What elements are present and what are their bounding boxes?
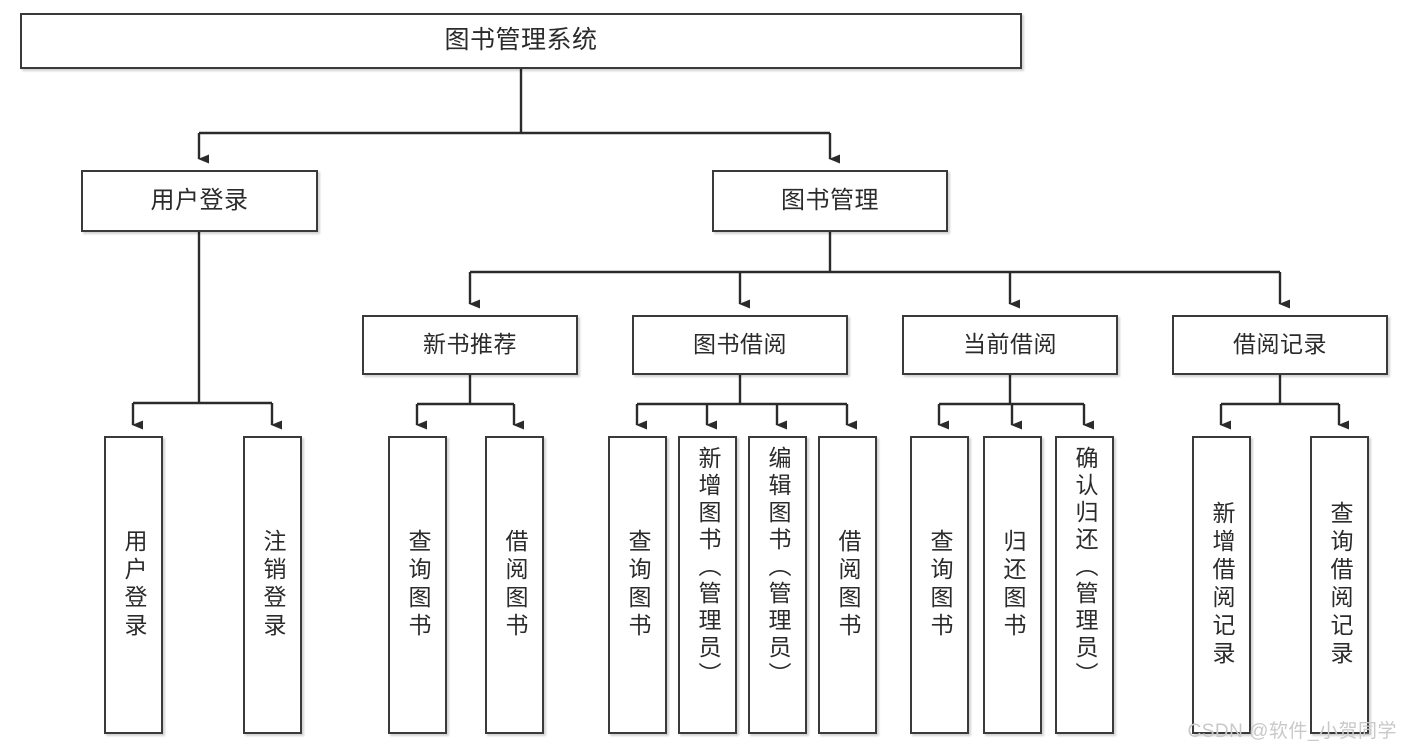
node-leaf-borrow-book-1[interactable]: 借阅图书 (485, 436, 544, 734)
node-book-manage-label: 图书管理 (781, 186, 879, 214)
node-borrow-record-label: 借阅记录 (1233, 331, 1327, 358)
node-leaf-confirm-return-label: 确认归还（管理员） (1072, 446, 1098, 689)
node-leaf-add-record[interactable]: 新增借阅记录 (1192, 436, 1251, 734)
node-leaf-logout-label: 注销登录 (260, 529, 286, 641)
node-leaf-edit-book-label: 编辑图书（管理员） (765, 446, 791, 689)
node-leaf-add-record-label: 新增借阅记录 (1209, 501, 1235, 669)
node-leaf-query-book-1[interactable]: 查询图书 (388, 436, 447, 734)
node-root[interactable]: 图书管理系统 (20, 13, 1022, 69)
node-leaf-query-record-label: 查询借阅记录 (1327, 501, 1353, 669)
node-leaf-borrow-book-2-label: 借阅图书 (835, 529, 861, 641)
node-leaf-logout[interactable]: 注销登录 (243, 436, 302, 734)
node-book-manage[interactable]: 图书管理 (712, 170, 948, 232)
node-leaf-return-book[interactable]: 归还图书 (983, 436, 1042, 734)
node-leaf-query-book-2-label: 查询图书 (625, 529, 651, 641)
node-leaf-add-book[interactable]: 新增图书（管理员） (678, 436, 737, 734)
node-new-book-rec-label: 新书推荐 (423, 331, 517, 358)
node-user-login-label: 用户登录 (150, 186, 249, 214)
node-user-login[interactable]: 用户登录 (81, 170, 318, 232)
node-book-borrow-label: 图书借阅 (693, 331, 787, 358)
node-book-borrow[interactable]: 图书借阅 (632, 315, 848, 375)
node-leaf-borrow-book-1-label: 借阅图书 (502, 529, 528, 641)
node-leaf-query-book-3[interactable]: 查询图书 (910, 436, 969, 734)
node-leaf-user-login[interactable]: 用户登录 (104, 436, 163, 734)
node-leaf-query-record[interactable]: 查询借阅记录 (1310, 436, 1369, 734)
node-current-borrow[interactable]: 当前借阅 (902, 315, 1118, 375)
node-new-book-rec[interactable]: 新书推荐 (362, 315, 578, 375)
node-leaf-add-book-label: 新增图书（管理员） (695, 446, 721, 689)
node-leaf-edit-book[interactable]: 编辑图书（管理员） (748, 436, 807, 734)
node-leaf-return-book-label: 归还图书 (1000, 529, 1026, 641)
node-leaf-query-book-2[interactable]: 查询图书 (608, 436, 667, 734)
node-leaf-query-book-3-label: 查询图书 (927, 529, 953, 641)
watermark: CSDN @软件_小贺同学 (1187, 721, 1397, 742)
node-leaf-query-book-1-label: 查询图书 (405, 529, 431, 641)
node-root-label: 图书管理系统 (444, 26, 598, 55)
node-borrow-record[interactable]: 借阅记录 (1172, 315, 1388, 375)
node-leaf-borrow-book-2[interactable]: 借阅图书 (818, 436, 877, 734)
node-current-borrow-label: 当前借阅 (963, 331, 1057, 358)
node-leaf-user-login-label: 用户登录 (121, 529, 147, 641)
node-leaf-confirm-return[interactable]: 确认归还（管理员） (1055, 436, 1114, 734)
